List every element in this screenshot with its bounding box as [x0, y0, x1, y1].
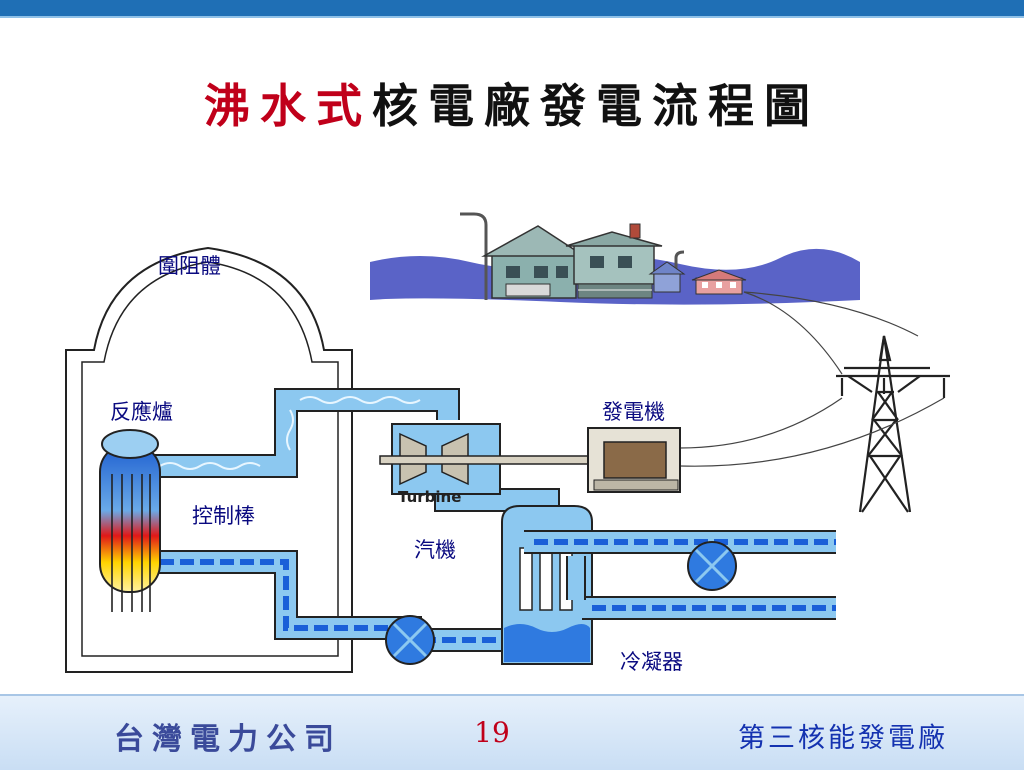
top-bar	[0, 0, 1024, 16]
power-line	[679, 397, 843, 449]
steam-pipe	[150, 388, 460, 478]
power-line	[743, 291, 843, 375]
generator	[587, 427, 681, 493]
turbine-text: Turbine	[398, 488, 461, 506]
label-generator: 發電機	[602, 400, 665, 424]
street-lamps	[460, 212, 685, 300]
plant-name: 第三核能發電廠	[738, 723, 948, 754]
label-control-rods: 控制棒	[192, 504, 255, 528]
power-line	[679, 397, 945, 467]
title-rest: 核電廠發電流程圖	[372, 79, 820, 133]
title-highlight: 沸水式	[204, 79, 372, 133]
label-condenser: 冷凝器	[620, 650, 683, 674]
house-icon	[481, 223, 663, 299]
small-house-icon	[648, 261, 686, 293]
label-reactor: 反應爐	[110, 400, 173, 424]
power-line	[743, 291, 919, 337]
company-name: 台灣電力公司	[114, 722, 342, 757]
page-title: 沸水式核電廠發電流程圖	[0, 70, 1024, 136]
transmission-tower-icon	[836, 335, 950, 513]
cooling-pump-icon	[687, 541, 737, 591]
small-house-icon	[691, 269, 747, 295]
label-containment: 圍阻體	[158, 254, 221, 278]
turbine	[379, 423, 601, 495]
reactor-vessel	[99, 429, 161, 612]
top-bar-line	[0, 16, 1024, 18]
cooling-water-pipe	[524, 530, 836, 620]
label-turbine: 汽機	[414, 538, 456, 562]
feedwater-pump-icon	[385, 615, 435, 665]
page-number: 19	[474, 716, 510, 749]
footer-bar	[0, 694, 1024, 770]
